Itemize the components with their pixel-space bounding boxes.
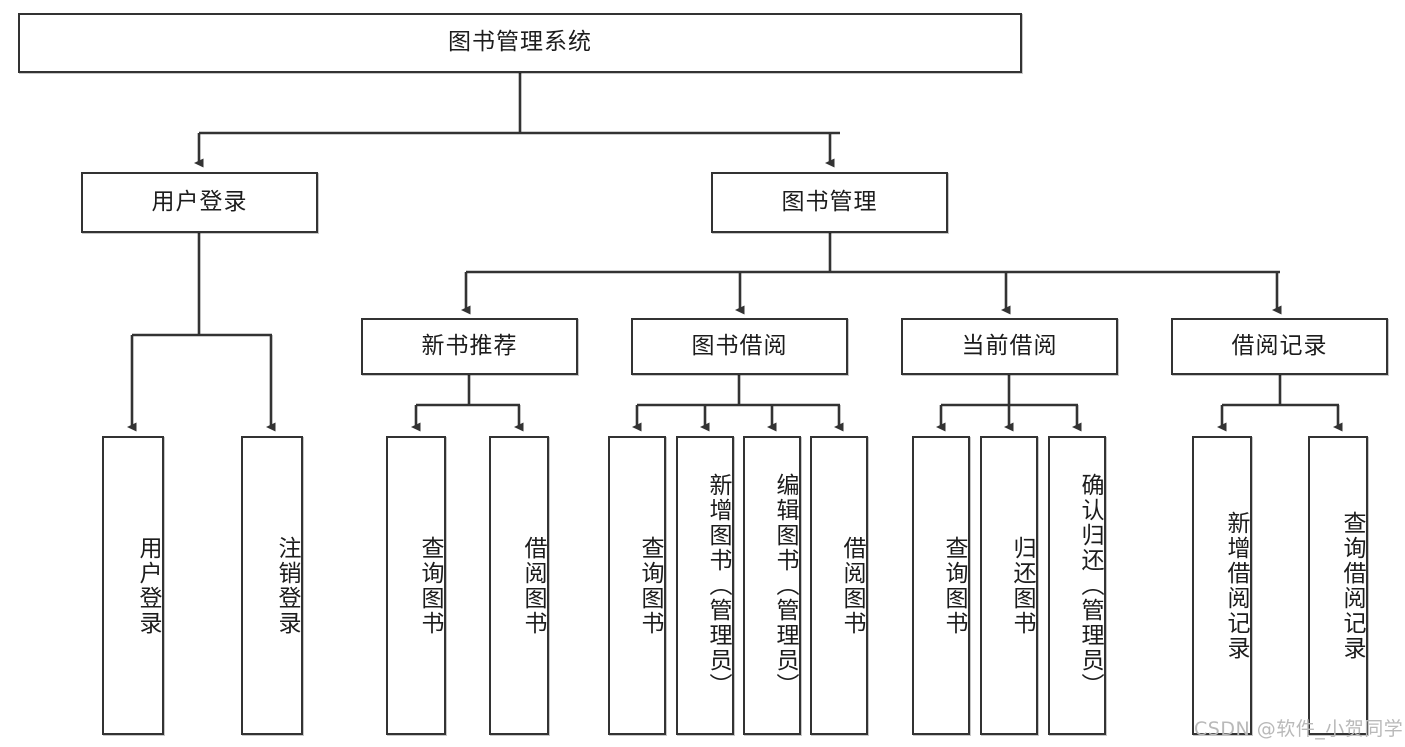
node-label: 图书借阅 — [691, 332, 788, 359]
node-label: 借阅图书 — [520, 535, 546, 636]
node-label: 查询图书 — [941, 535, 967, 636]
node-label: 借阅图书 — [839, 535, 865, 636]
node-leaf-query-book-2[interactable]: 查询图书 — [608, 436, 666, 735]
node-leaf-borrow-book-1[interactable]: 借阅图书 — [489, 436, 549, 735]
node-root-book-management-system[interactable]: 图书管理系统 — [18, 13, 1022, 73]
node-label: 确认归还（管理员） — [1077, 473, 1103, 698]
node-label: 归还图书 — [1009, 535, 1035, 636]
node-label: 图书管理系统 — [448, 29, 592, 56]
node-leaf-return-book[interactable]: 归还图书 — [980, 436, 1038, 735]
node-label: 查询图书 — [637, 535, 663, 636]
node-label: 查询图书 — [417, 535, 443, 636]
csdn-watermark: CSDN @软件_小贺同学 — [1194, 718, 1404, 740]
node-leaf-query-book-1[interactable]: 查询图书 — [386, 436, 446, 735]
node-leaf-query-book-3[interactable]: 查询图书 — [912, 436, 970, 735]
node-leaf-confirm-return[interactable]: 确认归还（管理员） — [1048, 436, 1106, 735]
node-book-management[interactable]: 图书管理 — [711, 172, 948, 233]
node-leaf-query-record[interactable]: 查询借阅记录 — [1308, 436, 1368, 735]
node-label: 新增图书（管理员） — [705, 473, 731, 698]
node-book-borrow[interactable]: 图书借阅 — [631, 318, 848, 375]
node-user-login[interactable]: 用户登录 — [81, 172, 318, 233]
node-leaf-add-record[interactable]: 新增借阅记录 — [1192, 436, 1252, 735]
node-leaf-user-login[interactable]: 用户登录 — [102, 436, 164, 735]
node-leaf-logout-login[interactable]: 注销登录 — [241, 436, 303, 735]
node-leaf-borrow-book-2[interactable]: 借阅图书 — [810, 436, 868, 735]
node-label: 图书管理 — [781, 188, 878, 215]
node-label: 新书推荐 — [421, 332, 518, 359]
node-label: 借阅记录 — [1231, 332, 1328, 359]
node-label: 用户登录 — [151, 188, 248, 215]
node-label: 编辑图书（管理员） — [772, 473, 798, 698]
node-borrow-record[interactable]: 借阅记录 — [1171, 318, 1388, 375]
node-label: 用户登录 — [135, 535, 161, 636]
node-label: 查询借阅记录 — [1339, 510, 1365, 661]
node-leaf-edit-book[interactable]: 编辑图书（管理员） — [743, 436, 801, 735]
node-current-borrow[interactable]: 当前借阅 — [901, 318, 1118, 375]
node-label: 当前借阅 — [961, 332, 1058, 359]
node-label: 注销登录 — [274, 535, 300, 636]
node-new-book-recommend[interactable]: 新书推荐 — [361, 318, 578, 375]
node-leaf-add-book[interactable]: 新增图书（管理员） — [676, 436, 734, 735]
node-label: 新增借阅记录 — [1223, 510, 1249, 661]
